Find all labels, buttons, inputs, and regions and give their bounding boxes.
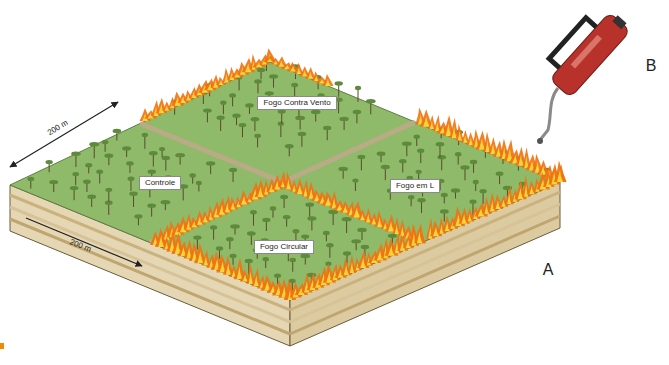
corner-mark <box>0 343 4 349</box>
panel-letter: B <box>646 57 657 75</box>
firebreak-road <box>140 122 425 243</box>
trees <box>27 58 550 291</box>
grass-surface <box>10 62 560 300</box>
dimension-label: 200 m <box>46 118 70 137</box>
plot-label-box: Fogo Contra Vento <box>257 96 336 110</box>
plot-name: Controle <box>145 178 175 188</box>
dimension-arrow <box>10 102 142 266</box>
plot-name: Fogo Circular <box>260 242 308 252</box>
torch-nozzle <box>540 88 558 140</box>
plot-name: Fogo Contra Vento <box>263 98 330 108</box>
drip-torch <box>539 1 632 98</box>
torch-wick <box>537 138 543 144</box>
plot-label-box: Fogo em L <box>390 179 440 193</box>
plot-label-box: Controle <box>139 176 181 190</box>
plot-label-box: Fogo Circular <box>254 240 314 254</box>
plot-name: Fogo em L <box>396 181 434 191</box>
panel-letter: A <box>543 261 554 279</box>
fire-line <box>139 48 566 300</box>
